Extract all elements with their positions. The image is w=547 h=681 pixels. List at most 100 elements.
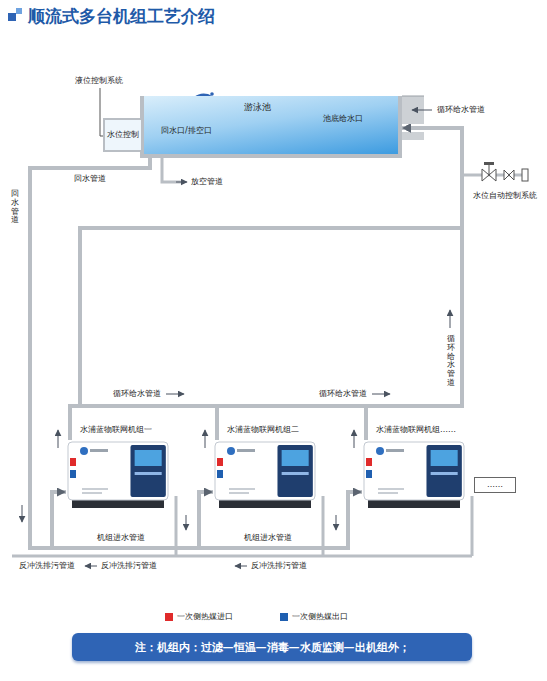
unit-nameplate — [378, 488, 404, 490]
unit-screen — [282, 450, 309, 466]
pipe-label: 循环给水管道 — [446, 335, 456, 388]
pipe-port-label: 回水口/排空口 — [160, 126, 213, 136]
legend-text: 一次侧热媒出口 — [292, 611, 348, 622]
flow-arrows — [372, 394, 390, 395]
valve-assembly — [504, 170, 514, 180]
pool-wall — [402, 96, 424, 97]
pipe-connector — [366, 128, 462, 440]
pipe-port-label: 池底给水口 — [322, 114, 364, 124]
note-banner: 注：机组内：过滤—恒温—消毒—水质监测—出机组外； — [72, 633, 472, 661]
flow-arrows — [450, 310, 451, 328]
pipe-label: 反冲洗排污管道 — [100, 561, 158, 571]
legend-text: 一次侧热媒进口 — [177, 611, 233, 622]
valve-assembly — [489, 165, 490, 175]
unit-panel — [426, 445, 461, 497]
unit-screen — [135, 472, 162, 475]
pipe-label: 反冲洗排污管道 — [250, 561, 308, 571]
flow-arrows — [205, 430, 206, 448]
pipe-label: 回水管道 — [73, 174, 107, 184]
flow-arrows — [22, 505, 23, 522]
pipe-connector — [70, 128, 462, 440]
pipe-label: 机组进水管道 — [243, 533, 293, 543]
unit-heading: 水浦蓝物联网机组…… — [376, 425, 456, 435]
flow-arrows — [85, 566, 97, 567]
unit-logo — [386, 449, 404, 452]
unit-panel — [130, 445, 165, 497]
heat-pump-unit: 水浦蓝物联网机组…… — [362, 440, 466, 508]
pipe-label: 反冲洗排污管道 — [18, 561, 76, 571]
supply-branch-pipe — [80, 228, 462, 406]
unit-nameplate — [82, 492, 102, 494]
unit-heading: 水浦蓝物联网机组二 — [227, 425, 299, 435]
pipe-label: 回水管道 — [10, 190, 20, 225]
unit-screen — [135, 450, 162, 466]
primary-outlet — [217, 470, 223, 478]
node-text: 游泳池 — [244, 102, 271, 113]
primary-inlet — [70, 458, 76, 466]
unit-body — [215, 442, 315, 500]
flow-arrows — [58, 430, 59, 448]
backwash-pipe — [471, 496, 474, 556]
legend-swatch — [280, 613, 288, 621]
unit-logo — [237, 449, 255, 452]
legend-entry: 一次侧热媒进口 — [165, 611, 233, 622]
title-icon — [8, 8, 22, 21]
pool-wall — [402, 132, 424, 140]
primary-outlet — [70, 470, 76, 478]
unit-screen — [431, 450, 458, 466]
level-control-chamber: 水位控制 — [103, 118, 143, 152]
unit-nameplate — [229, 488, 255, 490]
backwash-pipe — [12, 555, 472, 558]
drain-pipe — [162, 158, 184, 182]
pool-wall — [402, 96, 424, 140]
title-icon — [16, 8, 22, 14]
heat-pump-unit: 水浦蓝物联网机组一 — [66, 440, 170, 508]
legend-swatch — [165, 613, 173, 621]
flow-arrows — [235, 566, 247, 567]
primary-inlet — [366, 458, 372, 466]
caption-text: 注：机组内：过滤—恒温—消毒—水质监测—出机组外； — [135, 640, 410, 655]
primary-outlet — [366, 470, 372, 478]
callout-label: 液位控制系统 — [74, 76, 124, 86]
unit-nameplate — [229, 492, 249, 494]
unit-logo — [227, 447, 235, 455]
unit-illustration — [66, 440, 170, 508]
pipe-connector — [217, 128, 462, 440]
pipe-label: 循环给水管道 — [112, 389, 162, 399]
diagram-title: 顺流式多台机组工艺介绍 — [28, 5, 215, 28]
valve-assembly — [462, 162, 528, 181]
unit-illustration — [362, 440, 466, 508]
unit-body — [68, 442, 168, 500]
unit-body — [364, 442, 464, 500]
title-icon — [8, 13, 16, 21]
unit-nameplate — [378, 492, 398, 494]
control-panel: …… — [474, 477, 516, 493]
drain-pipe — [162, 158, 187, 182]
valve-label: 水位自动控制系统 — [472, 191, 538, 201]
primary-inlet — [217, 458, 223, 466]
pipe-connector — [30, 158, 362, 548]
pipe-label: 循环给水管道 — [436, 105, 486, 115]
unit-logo — [376, 447, 384, 455]
pipe-connector — [30, 158, 213, 548]
unit-screen — [431, 472, 458, 475]
valve-assembly — [484, 162, 494, 165]
unit-nameplate — [82, 488, 108, 490]
unit-logo — [90, 449, 108, 452]
pipe-label: 循环给水管道 — [318, 389, 368, 399]
flow-arrows — [354, 430, 355, 448]
node-text: …… — [487, 480, 503, 490]
node-text: 水位控制 — [107, 130, 139, 140]
flow-arrows — [412, 110, 432, 111]
legend-entry: 一次侧热媒出口 — [280, 611, 348, 622]
flow-arrows — [336, 515, 337, 530]
pipe-label: 放空管道 — [190, 177, 224, 187]
flow-arrows — [166, 394, 184, 395]
drain-pipe — [176, 182, 187, 183]
unit-illustration — [213, 440, 317, 508]
supply-branch-pipe — [80, 228, 462, 406]
unit-logo — [80, 447, 88, 455]
unit-heading: 水浦蓝物联网机组一 — [80, 425, 152, 435]
pipe-label: 机组进水管道 — [96, 533, 146, 543]
